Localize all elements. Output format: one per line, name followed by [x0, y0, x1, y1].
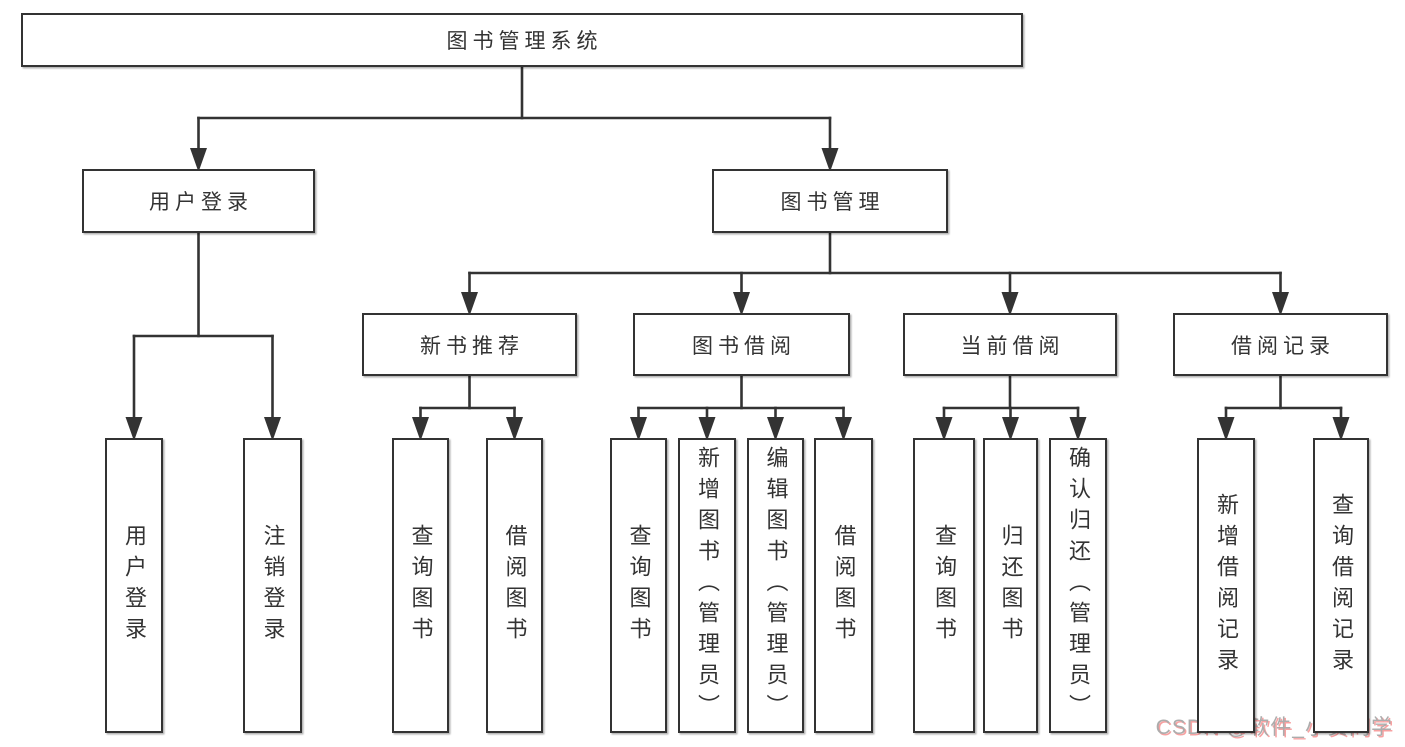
- arrowhead-cb-return: [1002, 417, 1019, 441]
- arrowhead-br-add: [1217, 417, 1235, 441]
- node-bb-borrow-label: 借阅图书: [831, 523, 857, 648]
- node-bb-add-box: 新增图书（管理员）: [678, 438, 736, 733]
- node-nb-borrow-label: 借阅图书: [502, 523, 528, 648]
- arrowhead-borrow-records: [1272, 292, 1289, 316]
- node-new-book-rec-box: 新书推荐: [362, 313, 577, 376]
- node-br-query-label: 查询借阅记录: [1329, 492, 1354, 679]
- node-br-query-box: 查询借阅记录: [1313, 438, 1369, 733]
- node-book-mgmt-box: 图书管理: [712, 169, 948, 233]
- node-cb-query-label: 查询图书: [932, 523, 957, 648]
- node-current-borrow-label: 当前借阅: [960, 334, 1065, 358]
- node-bb-query-box: 查询图书: [610, 438, 667, 733]
- arrowhead-nb-query: [412, 417, 429, 441]
- node-cb-return-box: 归还图书: [983, 438, 1038, 733]
- arrowhead-bb-borrow: [835, 417, 852, 441]
- node-cb-confirm-box: 确认归还（管理员）: [1049, 438, 1107, 733]
- arrowhead-new-book-rec: [461, 292, 478, 316]
- arrowhead-book-borrow: [733, 292, 750, 316]
- node-bb-edit-label: 编辑图书（管理员）: [763, 446, 789, 725]
- node-bb-edit-box: 编辑图书（管理员）: [747, 438, 804, 733]
- node-do-login-box: 用户登录: [105, 438, 163, 733]
- node-new-book-rec-label: 新书推荐: [420, 334, 524, 358]
- node-bb-query-label: 查询图书: [626, 523, 652, 648]
- node-borrow-records-box: 借阅记录: [1173, 313, 1388, 376]
- node-borrow-records-label: 借阅记录: [1231, 334, 1335, 358]
- arrowhead-br-query: [1332, 417, 1350, 441]
- node-book-borrow-box: 图书借阅: [633, 313, 850, 376]
- node-cb-confirm-label: 确认归还（管理员）: [1066, 446, 1091, 725]
- node-user-login-label: 用户登录: [149, 191, 253, 214]
- node-do-logout-box: 注销登录: [243, 438, 302, 733]
- node-nb-borrow-box: 借阅图书: [486, 438, 543, 733]
- node-root-box: 图书管理系统: [21, 13, 1023, 67]
- arrowhead-nb-borrow: [506, 417, 523, 441]
- arrowhead-bb-add: [698, 417, 716, 441]
- arrowhead-bb-edit: [767, 417, 784, 441]
- node-cb-return-label: 归还图书: [998, 523, 1024, 648]
- arrowhead-cb-confirm: [1069, 417, 1087, 441]
- node-user-login-box: 用户登录: [82, 169, 315, 233]
- arrowhead-bb-query: [630, 417, 647, 441]
- node-do-login-label: 用户登录: [122, 523, 147, 648]
- node-do-logout-label: 注销登录: [260, 523, 286, 648]
- node-cb-query-box: 查询图书: [913, 438, 975, 733]
- arrowhead-current-borrow: [1001, 292, 1019, 316]
- node-bb-add-label: 新增图书（管理员）: [695, 446, 720, 725]
- node-bb-borrow-box: 借阅图书: [814, 438, 873, 733]
- arrowhead-cb-query: [935, 417, 953, 441]
- node-current-borrow-box: 当前借阅: [903, 313, 1117, 376]
- arrowhead-do-login: [125, 417, 143, 441]
- node-book-mgmt-label: 图书管理: [780, 191, 885, 214]
- node-nb-query-box: 查询图书: [392, 438, 449, 733]
- arrowhead-book-mgmt: [821, 148, 839, 172]
- arrowhead-user-login: [190, 148, 207, 172]
- node-br-add-label: 新增借阅记录: [1214, 492, 1239, 679]
- arrowhead-do-logout: [264, 417, 281, 441]
- node-nb-query-label: 查询图书: [408, 523, 434, 648]
- node-br-add-box: 新增借阅记录: [1197, 438, 1255, 733]
- node-book-borrow-label: 图书借阅: [692, 334, 796, 358]
- node-root-label: 图书管理系统: [446, 30, 603, 53]
